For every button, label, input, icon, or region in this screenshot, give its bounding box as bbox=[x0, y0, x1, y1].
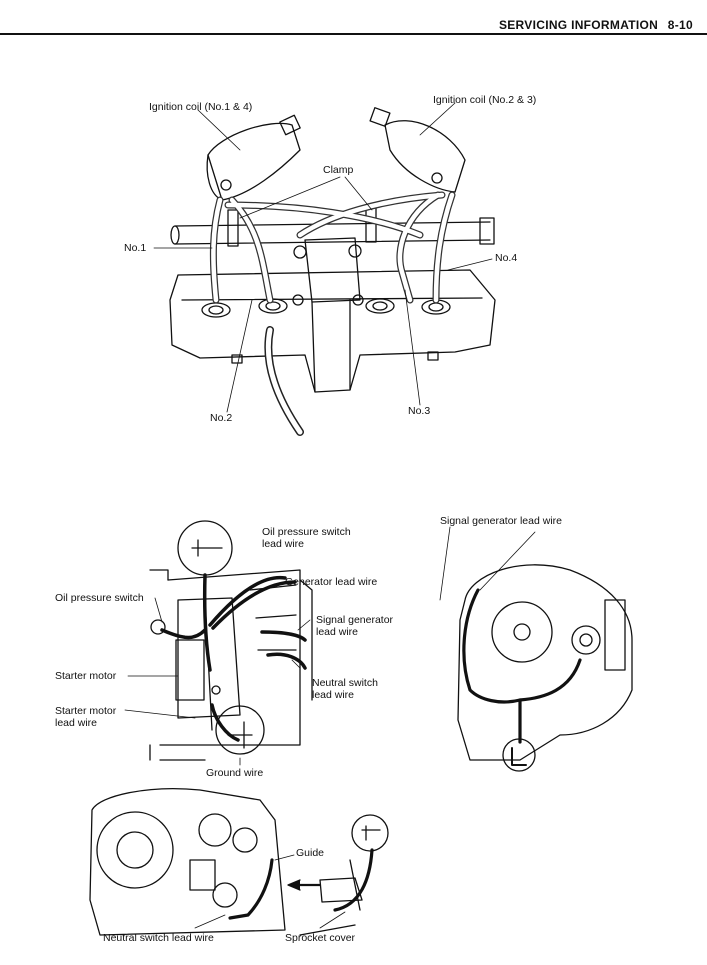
label-ignition-coil-no2-3: Ignition coil (No.2 & 3) bbox=[433, 94, 537, 106]
label-no3: No.3 bbox=[408, 405, 431, 417]
label-sprocket-cover: Sprocket cover bbox=[285, 932, 356, 944]
label-no4: No.4 bbox=[495, 252, 518, 264]
label-signal-generator-lead-wire-right: Signal generator lead wire bbox=[440, 515, 562, 527]
header-title: SERVICING INFORMATION bbox=[498, 18, 659, 32]
label-starter-motor-lead-wire: Starter motor lead wire bbox=[55, 705, 117, 729]
figure-signal-generator bbox=[439, 526, 633, 772]
label-guide: Guide bbox=[296, 847, 325, 859]
label-oil-pressure-switch: Oil pressure switch bbox=[55, 592, 144, 604]
label-generator-lead-wire: Generator lead wire bbox=[285, 576, 378, 588]
label-clamp: Clamp bbox=[323, 164, 354, 176]
header-page-number: 8-10 bbox=[667, 18, 693, 32]
label-no2: No.2 bbox=[210, 412, 233, 424]
header-rule bbox=[0, 33, 707, 35]
label-ignition-coil-no1-4: Ignition coil (No.1 & 4) bbox=[149, 101, 253, 113]
label-neutral-switch-lead-wire-lower: Neutral switch lead wire bbox=[103, 932, 214, 944]
figure-ignition-coils bbox=[153, 102, 496, 436]
page-header: SERVICING INFORMATION 8-10 bbox=[499, 18, 693, 32]
figure-wire-routing bbox=[124, 520, 313, 766]
figure-engine-case bbox=[89, 788, 389, 936]
label-oil-pressure-switch-lead-wire: Oil pressure switch lead wire bbox=[262, 526, 351, 550]
label-starter-motor: Starter motor bbox=[55, 670, 117, 682]
label-ground-wire: Ground wire bbox=[206, 767, 264, 779]
label-neutral-switch-lead-wire-upper: Neutral switch lead wire bbox=[312, 677, 378, 701]
label-no1: No.1 bbox=[124, 242, 147, 254]
label-signal-generator-lead-wire: Signal generator lead wire bbox=[316, 614, 394, 638]
